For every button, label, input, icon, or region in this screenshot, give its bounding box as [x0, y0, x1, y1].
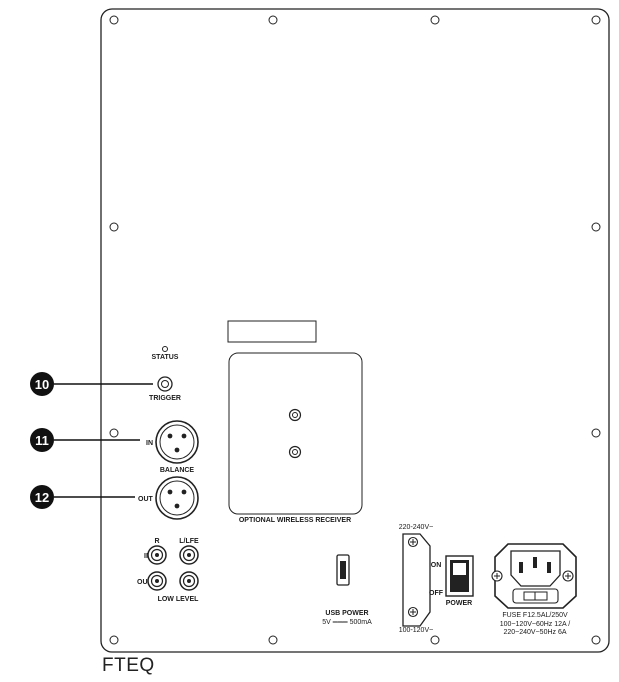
rca-out-lfe-jack [179, 571, 199, 591]
voltage-screw-bottom-icon [407, 606, 419, 618]
xlr-out-connector [155, 476, 199, 520]
voltage-220-label: 220-240V~ [399, 524, 433, 531]
rca-in-r-jack [147, 545, 167, 565]
svg-text:11: 11 [35, 433, 49, 448]
screw-hole-icon [591, 635, 601, 645]
ac-inlet [494, 543, 577, 609]
trigger-label: TRIGGER [149, 395, 181, 402]
rca-out-r-jack [147, 571, 167, 591]
status-led-icon [162, 346, 168, 352]
screw-hole-icon [109, 15, 119, 25]
screw-hole-icon [109, 428, 119, 438]
wireless-screw-top-icon [288, 408, 302, 422]
rating-line-2: 220~240V~50Hz 6A [503, 629, 566, 636]
svg-text:10: 10 [35, 377, 49, 392]
xlr-in-connector [155, 420, 199, 464]
mounting-holes [109, 15, 601, 645]
callout-10: 10 [30, 372, 54, 396]
balanced-in-label: IN [146, 440, 153, 447]
wireless-receiver-label: OPTIONAL WIRELESS RECEIVER [239, 517, 351, 524]
voltage-100-label: 100-120V~ [399, 627, 433, 634]
caption-model: FTEQ [102, 655, 155, 676]
wireless-receiver-bay [228, 352, 363, 515]
inlet-screw-left-icon [491, 570, 503, 582]
low-level-label: LOW LEVEL [158, 596, 200, 603]
switch-off-label: OFF [429, 590, 444, 597]
callout-11: 11 [30, 428, 54, 452]
screw-hole-icon [591, 222, 601, 232]
voltage-screw-top-icon [407, 536, 419, 548]
label-plate [227, 320, 317, 343]
screw-hole-icon [591, 428, 601, 438]
screw-hole-icon [109, 222, 119, 232]
callout-12: 12 [30, 485, 54, 509]
screw-hole-icon [430, 635, 440, 645]
status-label: STATUS [152, 354, 179, 361]
switch-on-label: ON [431, 562, 442, 569]
fuse-label: FUSE F12.5AL/250V [502, 612, 568, 619]
trigger-jack [157, 376, 173, 392]
panel-outline [100, 8, 610, 653]
svg-text:12: 12 [35, 490, 49, 505]
rca-lfe-label: L/LFE [179, 538, 199, 545]
balance-label: BALANCE [160, 467, 195, 474]
rca-r-label: R [154, 538, 159, 545]
balanced-out-label: OUT [138, 496, 154, 503]
usb-port-icon [336, 554, 350, 586]
screw-hole-icon [268, 635, 278, 645]
inlet-screw-right-icon [562, 570, 574, 582]
power-label: POWER [446, 600, 472, 607]
usb-spec-label: 5V ═══ 500mA [322, 619, 372, 626]
screw-hole-icon [591, 15, 601, 25]
rating-line-1: 100~120V~60Hz 12A / [500, 621, 571, 628]
rca-out-label: OUT [137, 579, 153, 586]
power-switch [445, 555, 474, 597]
usb-power-label: USB POWER [325, 610, 368, 617]
screw-hole-icon [430, 15, 440, 25]
voltage-selector-plate [402, 533, 431, 627]
screw-hole-icon [109, 635, 119, 645]
screw-hole-icon [268, 15, 278, 25]
wireless-screw-bottom-icon [288, 445, 302, 459]
rca-in-lfe-jack [179, 545, 199, 565]
